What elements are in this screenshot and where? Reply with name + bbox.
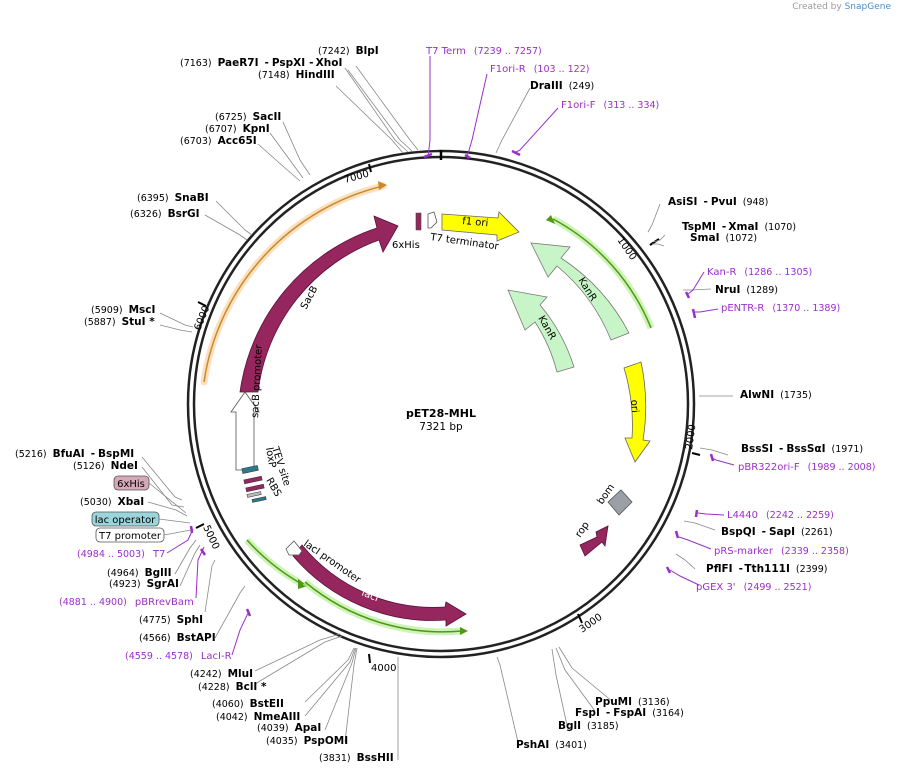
plasmid-name: pET28-MHL xyxy=(406,407,476,420)
primer-pbrrevbam[interactable]: (4881 .. 4900)pBRrevBam xyxy=(59,597,194,608)
bom-box[interactable] xyxy=(607,489,633,516)
laci-arrow[interactable] xyxy=(292,544,467,627)
primer-pbr322ori-f[interactable]: pBR322ori-F(1989 .. 2008) xyxy=(738,462,875,473)
primer-f1ori-f[interactable]: F1ori-F(313 .. 334) xyxy=(561,100,659,111)
enzyme-snabi[interactable]: (6395)SnaBI xyxy=(137,192,209,204)
sacb-arrow[interactable] xyxy=(239,215,399,393)
feature-label-sacb-promoter: sacB promoter xyxy=(250,344,265,419)
enzyme-ppumi[interactable]: PpuMI(3136) xyxy=(595,696,670,708)
feature-label-t7-terminator: T7 terminator xyxy=(429,232,501,253)
feature-label-loxp: loxP xyxy=(263,447,277,469)
enzyme-bsshii[interactable]: (3831)BssHII xyxy=(319,752,394,764)
enzyme-mlui[interactable]: (4242)MluI xyxy=(190,668,253,680)
enzyme-sgrai[interactable]: (4923)SgrAI xyxy=(109,578,179,590)
enzyme-hindiii[interactable]: (7148)HindIII xyxy=(258,69,335,81)
enzyme-bcli[interactable]: (4228)BclI * xyxy=(198,681,267,693)
enzyme-draiii[interactable]: DraIII(249) xyxy=(530,80,594,92)
primer-f1ori-r[interactable]: F1ori-R(103 .. 122) xyxy=(490,64,589,75)
orf-arcs xyxy=(200,181,655,636)
credit-brand[interactable]: SnapGene xyxy=(844,2,891,12)
enzyme-sphi[interactable]: (4775)SphI xyxy=(139,614,203,626)
primer-labels: T7 Term(7239 .. 7257) F1ori-R(103 .. 122… xyxy=(59,46,875,662)
enzyme-pspomi[interactable]: (4035)PspOMI xyxy=(266,735,348,747)
tick-label-7000: 7000 xyxy=(343,169,370,186)
t7-terminator-arrow[interactable] xyxy=(427,211,438,229)
sacb-promoter-arrow[interactable] xyxy=(230,391,260,471)
enzyme-bstapi[interactable]: (4566)BstAPI xyxy=(139,632,216,644)
enzyme-fspi[interactable]: FspI-FspAI(3164) xyxy=(575,707,684,719)
enzyme-nmeaiii[interactable]: (4042)NmeAIII xyxy=(216,711,300,723)
credit-prefix: Created by xyxy=(792,2,842,12)
ori-arrow[interactable] xyxy=(623,361,651,463)
plasmid-size: 7321 bp xyxy=(419,421,463,433)
enzyme-xbai[interactable]: (5030)XbaI xyxy=(80,496,144,508)
laci-promoter-arrow[interactable] xyxy=(285,540,303,556)
enzyme-pflfi[interactable]: PflFI-Tth111I(2399) xyxy=(706,563,827,575)
box-label-lac-operator[interactable]: lac operator xyxy=(95,515,156,526)
tick-label-2000: 2000 xyxy=(684,424,698,451)
feature-arrows xyxy=(230,211,651,627)
f1-ori-arrow[interactable] xyxy=(441,211,520,242)
feature-label-f1-ori: f1 ori xyxy=(462,216,489,229)
enzyme-smai[interactable]: SmaI(1072) xyxy=(690,232,757,244)
primer-kan-r[interactable]: Kan-R(1286 .. 1305) xyxy=(707,267,812,278)
enzyme-pshai[interactable]: PshAI(3401) xyxy=(516,739,587,751)
kanr-outer-arrow[interactable] xyxy=(530,242,630,341)
enzyme-bspqi[interactable]: BspQI-SapI(2261) xyxy=(721,526,833,538)
primer-pentr-r[interactable]: pENTR-R(1370 .. 1389) xyxy=(721,303,840,314)
enzyme-bfuai[interactable]: (5216)BfuAI-BspMI xyxy=(15,448,134,460)
tev-loxp-rbs-cluster[interactable] xyxy=(241,465,267,503)
rop-arrow[interactable] xyxy=(579,525,609,557)
primer-prs-marker[interactable]: pRS-marker(2339 .. 2358) xyxy=(714,546,849,557)
enzyme-bsssi[interactable]: BssSI-BssSαI(1971) xyxy=(741,443,863,455)
feature-label-ori: ori xyxy=(628,399,640,413)
enzyme-paer7i[interactable]: (7163)PaeR7I-PspXI-XhoI xyxy=(180,57,342,69)
primer-l4440[interactable]: L4440(2242 .. 2259) xyxy=(727,510,834,521)
enzyme-nrui[interactable]: NruI(1289) xyxy=(715,284,778,296)
boxed-feature-labels: 6xHis lac operator T7 promoter xyxy=(91,475,192,543)
box-label-t7-promoter[interactable]: T7 promoter xyxy=(98,531,162,542)
primer-pgex3[interactable]: pGEX 3'(2499 .. 2521) xyxy=(696,582,811,593)
primer-laci-r[interactable]: (4559 .. 4578)LacI-R xyxy=(125,651,232,662)
enzyme-acc65i[interactable]: (6703)Acc65I xyxy=(180,135,257,147)
enzyme-asisi[interactable]: AsiSI-PvuI(948) xyxy=(668,196,768,208)
backbone xyxy=(186,149,696,659)
feature-label-6xhis: 6xHis xyxy=(392,240,420,251)
enzyme-kpni[interactable]: (6707)KpnI xyxy=(205,123,270,135)
enzyme-bsteii[interactable]: (4060)BstEII xyxy=(212,698,284,710)
box-label-6xhis[interactable]: 6xHis xyxy=(117,479,145,490)
enzyme-ndei[interactable]: (5126)NdeI xyxy=(73,460,138,472)
enzyme-tspmi[interactable]: TspMI-XmaI(1070) xyxy=(682,221,796,233)
primer-t7-term[interactable]: T7 Term(7239 .. 7257) xyxy=(425,46,542,57)
enzyme-blpi[interactable]: (7242)BlpI xyxy=(318,45,379,57)
enzyme-stui[interactable]: (5887)StuI * xyxy=(84,316,155,328)
6xhis-arrow[interactable] xyxy=(415,212,422,231)
enzyme-leaders xyxy=(141,65,733,760)
kanr-inner-arrow[interactable] xyxy=(507,289,575,373)
enzyme-msci[interactable]: (5909)MscI xyxy=(91,304,155,316)
credit: Created by SnapGene xyxy=(792,2,891,12)
feature-label-rop: rop xyxy=(573,520,591,540)
enzyme-alwni[interactable]: AlwNI(1735) xyxy=(740,389,812,401)
enzyme-bgli[interactable]: BglI(3185) xyxy=(558,720,619,732)
enzyme-sacii[interactable]: (6725)SacII xyxy=(215,111,281,123)
primer-t7[interactable]: (4984 .. 5003)T7 xyxy=(77,549,165,560)
enzyme-labels: (7163)PaeR7I-PspXI-XhoI (7242)BlpI (7148… xyxy=(15,45,863,764)
primer-leaders xyxy=(166,56,735,656)
enzyme-bsrgi[interactable]: (6326)BsrGI xyxy=(130,208,200,220)
enzyme-bglii[interactable]: (4964)BglII xyxy=(107,567,172,579)
tick-label-4000: 4000 xyxy=(371,663,396,674)
enzyme-apai[interactable]: (4039)ApaI xyxy=(257,722,321,734)
